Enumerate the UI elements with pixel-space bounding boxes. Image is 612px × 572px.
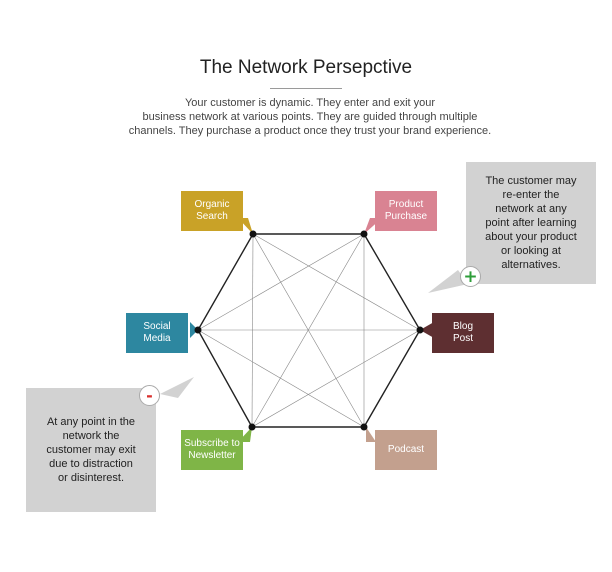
label-line: Social: [143, 321, 171, 332]
link: [251, 233, 365, 428]
note-line: re-enter the: [502, 189, 560, 201]
product-purchase-label: Product Purchase: [375, 191, 437, 231]
intro-text: Your customer is dynamic. They enter and…: [120, 96, 500, 138]
minus-icon: -: [139, 385, 160, 406]
network-cross-links: [197, 233, 421, 428]
link: [197, 233, 365, 331]
node-dot: [194, 326, 202, 334]
node-dot: [248, 423, 256, 431]
node-dot: [360, 423, 368, 431]
label-line: Newsletter: [188, 450, 236, 461]
node-dot: [249, 230, 257, 238]
note-line: At any point in the: [46, 416, 136, 428]
intro-line: Your customer is dynamic. They enter and…: [184, 97, 436, 109]
note-line: alternatives.: [501, 259, 561, 271]
social-media-pointer: [190, 322, 198, 338]
network-nodes: [194, 230, 424, 431]
note-line: or looking at: [501, 245, 561, 257]
label-line: Product: [388, 199, 424, 210]
node-dot: [416, 326, 424, 334]
label-line: Podcast: [387, 444, 425, 455]
hexagon-outline: [197, 233, 421, 428]
link: [251, 233, 254, 428]
subscribe-newsletter-label: Subscribe to Newsletter: [181, 430, 243, 470]
link: [251, 329, 421, 428]
note-line: customer may exit: [46, 444, 136, 456]
minus-icon-glyph: -: [146, 386, 153, 405]
intro-line: channels. They purchase a product once t…: [128, 125, 492, 137]
intro-line: business network at various points. They…: [142, 111, 478, 123]
network-perimeter: [197, 233, 421, 428]
note-line: due to distraction: [49, 458, 133, 470]
organic-search-label: Organic Search: [181, 191, 243, 231]
plus-icon: +: [460, 266, 481, 287]
note-line: about your product: [485, 231, 577, 243]
link: [197, 329, 365, 428]
label-line: Subscribe to: [184, 438, 240, 449]
plus-icon-glyph: +: [463, 266, 478, 287]
exit-note: At any point in the network the customer…: [26, 388, 156, 512]
note-line: or disinterest.: [57, 472, 125, 484]
label-line: Organic: [194, 199, 230, 210]
label-line: Purchase: [384, 211, 428, 222]
note-line: network at any: [495, 203, 567, 215]
link: [252, 233, 421, 331]
reenter-note-pointer: [428, 270, 468, 293]
exit-note-pointer: [160, 377, 194, 398]
label-line: Blog: [452, 321, 473, 332]
label-line: Media: [143, 333, 171, 344]
note-line: The customer may: [485, 175, 577, 187]
podcast-pointer: [366, 427, 376, 442]
node-dot: [360, 230, 368, 238]
reenter-note: The customer may re-enter the network at…: [466, 162, 596, 284]
blog-post-pointer: [420, 322, 434, 338]
page-title: The Network Persepctive: [199, 57, 413, 78]
label-line: Search: [196, 211, 228, 222]
blog-post-label: Blog Post: [432, 313, 494, 353]
social-media-label: Social Media: [126, 313, 188, 353]
podcast-label: Podcast: [375, 430, 437, 470]
label-line: Post: [452, 333, 473, 344]
note-line: network the: [62, 430, 120, 442]
title-divider: [270, 88, 342, 89]
note-line: point after learning: [485, 217, 577, 229]
link: [252, 233, 365, 428]
